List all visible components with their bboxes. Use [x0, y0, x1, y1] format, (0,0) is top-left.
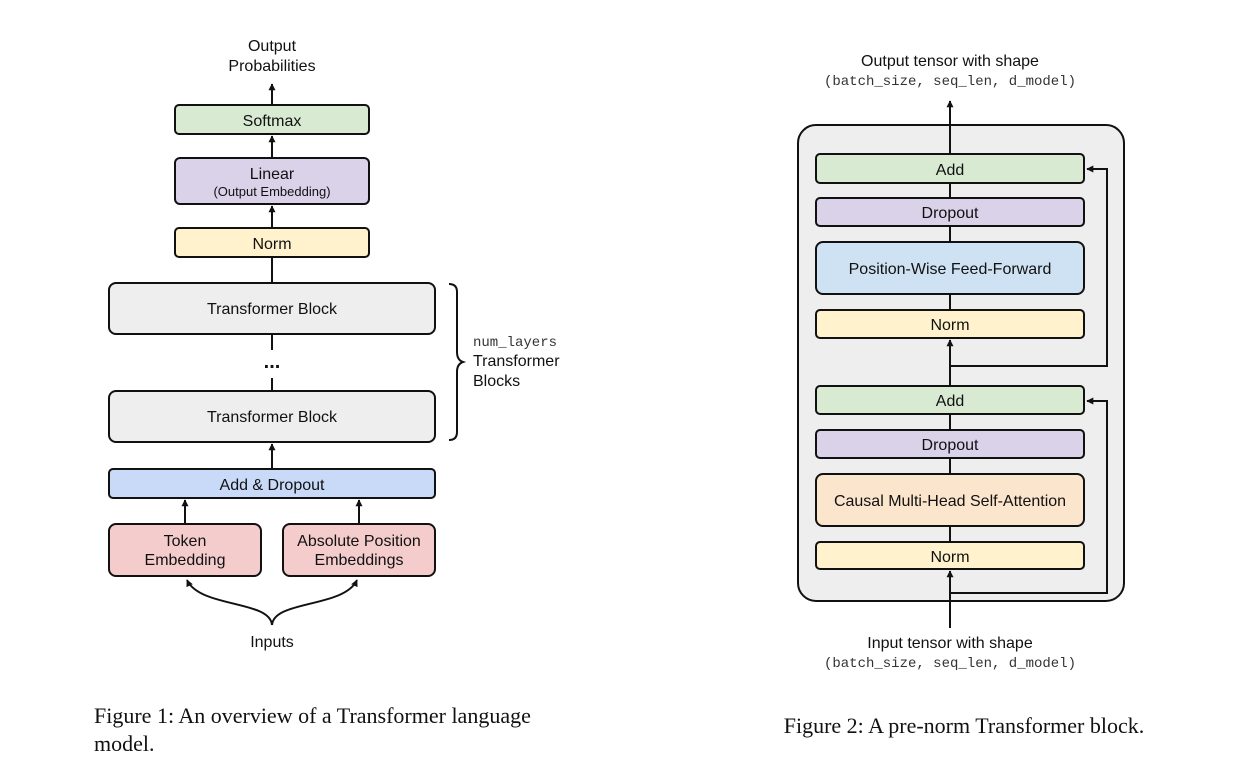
transformer-block-panel: [797, 124, 1125, 602]
figure1-caption-line2: model.: [94, 731, 155, 756]
norm-label: Norm: [252, 236, 291, 253]
brace-label-num-layers: num_layers: [473, 335, 557, 351]
fig2-output-label-line2: (batch_size, seq_len, d_model): [824, 74, 1076, 90]
residual-arrow-top: [950, 165, 1108, 367]
norm-top-label: Norm: [930, 317, 969, 334]
add-bottom-label: Add: [936, 393, 964, 410]
attention-label: Causal Multi-Head Self-Attention: [834, 493, 1066, 510]
fig1-output-label-line2: Probabilities: [228, 58, 315, 75]
attention-box: [815, 473, 1085, 527]
norm-bottom-label: Norm: [930, 549, 969, 566]
linear-label: Linear: [250, 166, 295, 183]
figure2-caption: Figure 2: A pre-norm Transformer block.: [784, 713, 1145, 738]
transformer-block-bottom-label: Transformer Block: [207, 409, 338, 426]
softmax-label: Softmax: [243, 113, 302, 130]
brace-label-transformer: Transformer: [473, 353, 560, 370]
feed-forward-label: Position-Wise Feed-Forward: [849, 261, 1052, 278]
fig2-input-label-line2: (batch_size, seq_len, d_model): [824, 656, 1076, 672]
figure-2: Output tensor with shape (batch_size, se…: [784, 53, 1145, 738]
norm-box-top: [815, 309, 1085, 339]
transformer-block-top: [108, 282, 436, 335]
inputs-label: Inputs: [250, 634, 294, 651]
transformer-block-top-label: Transformer Block: [207, 301, 338, 318]
softmax-box: [174, 104, 370, 135]
fig1-output-label-line1: Output: [248, 38, 297, 55]
add-box-bottom: [815, 385, 1085, 415]
add-top-label: Add: [936, 162, 964, 179]
token-embedding-box: [108, 523, 262, 577]
add-dropout-box: [108, 468, 436, 499]
feed-forward-box: [815, 241, 1085, 295]
linear-sublabel: (Output Embedding): [213, 184, 330, 199]
dropout-box-top: [815, 197, 1085, 227]
position-embedding-box: [282, 523, 436, 577]
position-embedding-label-line1: Absolute Position: [297, 533, 421, 550]
arrow-inputs-to-token: [186, 579, 273, 626]
add-box-top: [815, 153, 1085, 184]
dropout-bottom-label: Dropout: [922, 437, 979, 454]
brace-label-blocks: Blocks: [473, 373, 520, 390]
fig2-input-label-line1: Input tensor with shape: [867, 635, 1033, 652]
token-embedding-label-line2: Embedding: [145, 552, 226, 569]
position-embedding-label-line2: Embeddings: [315, 552, 404, 569]
figure1-caption-line1: Figure 1: An overview of a Transformer l…: [94, 703, 531, 728]
linear-box: [174, 157, 370, 205]
fig2-output-label-line1: Output tensor with shape: [861, 53, 1039, 70]
dropout-top-label: Dropout: [922, 205, 979, 222]
residual-arrow-bottom: [950, 397, 1108, 594]
norm-box-bottom: [815, 541, 1085, 570]
add-dropout-label: Add & Dropout: [220, 477, 326, 494]
figure-1: Output Probabilities Softmax Linear (Out…: [94, 38, 560, 756]
token-embedding-label-line1: Token: [164, 533, 207, 550]
ellipsis: ...: [264, 351, 281, 373]
transformer-block-bottom: [108, 390, 436, 443]
dropout-box-bottom: [815, 429, 1085, 459]
arrow-inputs-to-position: [271, 579, 358, 626]
norm-box: [174, 227, 370, 258]
layers-brace: [448, 283, 467, 441]
